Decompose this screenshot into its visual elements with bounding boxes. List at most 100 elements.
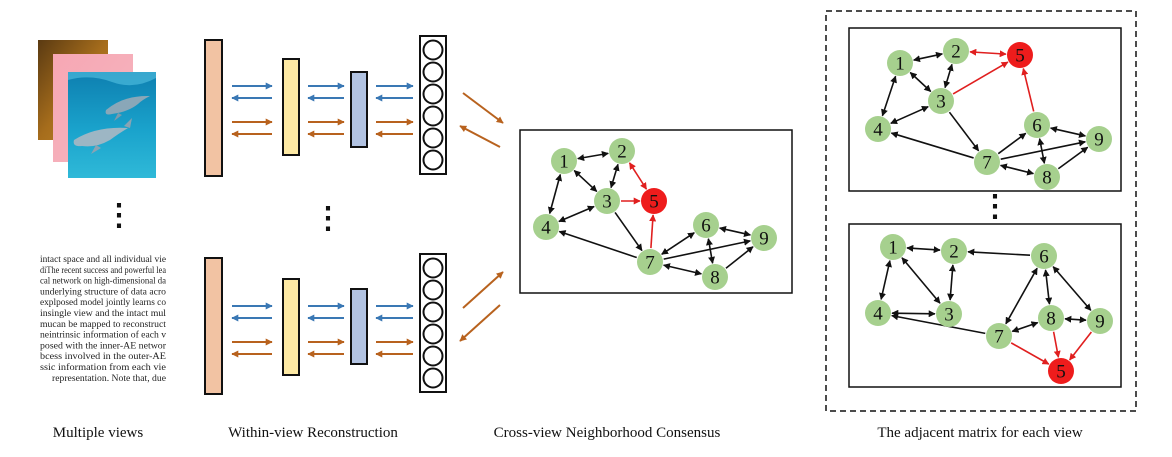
document-line: posed with the inner-AE networ [40, 340, 167, 351]
graph-node-label: 2 [617, 142, 627, 163]
graph-node-label: 3 [936, 92, 946, 113]
graph-node-label: 7 [645, 253, 655, 274]
graph-node-9 [1087, 308, 1113, 334]
graph-edge [614, 211, 643, 252]
graph-node-label: 2 [949, 242, 959, 263]
graph-edge [948, 111, 980, 152]
graph-node-9 [1086, 126, 1112, 152]
graph-edge [1049, 126, 1087, 138]
image-view-stack [38, 40, 156, 178]
graph-edge [1000, 139, 1086, 160]
graph-edge [909, 71, 932, 93]
neuron [422, 345, 444, 367]
document-line: insingle view and the intact mul [40, 308, 166, 319]
arrow-to-consensus [462, 92, 504, 124]
ellipsis-within-view: ⋮ [313, 202, 343, 235]
graph-edge [547, 173, 563, 215]
graph-node-label: 9 [759, 229, 769, 250]
document-line: ssic information from each vie [40, 362, 166, 373]
code-layer [350, 71, 368, 148]
graph-node-label: 9 [1095, 312, 1105, 333]
graph-node-label: 2 [951, 42, 961, 63]
graph-edge [997, 132, 1027, 155]
graph-edge [725, 246, 754, 269]
output-layer [419, 253, 447, 393]
graph-node-label: 4 [873, 120, 883, 141]
graph-edge [649, 214, 657, 249]
graph-node-8 [1034, 164, 1060, 190]
graph-edge [879, 259, 892, 301]
graph-edge [573, 169, 598, 193]
caption-cross-view: Cross-view Neighborhood Consensus [494, 425, 721, 441]
graph-node-label: 1 [888, 238, 898, 259]
graph-edge [1010, 342, 1050, 365]
graph-edge [662, 263, 703, 276]
graph-node-5 [641, 188, 667, 214]
document-line: neintrinsic information of each v [40, 330, 166, 341]
graph-edge [901, 257, 941, 304]
document-line: intact space and all individual vie [40, 254, 166, 265]
graph-edge [999, 163, 1035, 176]
dolphin-shape [105, 95, 150, 115]
graph-node-6 [1031, 243, 1057, 269]
neuron [422, 367, 444, 389]
graph-node-3 [928, 88, 954, 114]
graph-edge [609, 163, 620, 189]
graph-edge [1011, 321, 1039, 333]
graph-edge [718, 226, 752, 237]
graph-node-1 [880, 234, 906, 260]
graph-node-label: 6 [1032, 116, 1042, 137]
document-line: cal network on high-dimensional da [40, 276, 167, 287]
graph-node-7 [986, 323, 1012, 349]
neuron [422, 301, 444, 323]
graph-edge [1068, 331, 1093, 361]
hidden-layer [282, 278, 300, 376]
graph-edge [661, 232, 695, 255]
graph-node-label: 1 [559, 152, 569, 173]
graph-node-8 [1038, 305, 1064, 331]
graph-node-1 [887, 50, 913, 76]
graph-node-label: 1 [895, 54, 905, 75]
graph-node-label: 8 [710, 268, 720, 289]
arrow-to-consensus [462, 271, 504, 309]
graph-node-label: 3 [944, 305, 954, 326]
graph-edge [1021, 67, 1035, 112]
graph-node-label: 8 [1042, 168, 1052, 189]
arrow-from-consensus [459, 304, 501, 342]
graph-edge [943, 63, 954, 89]
ellipsis-adjacent: ⋮ [980, 190, 1010, 223]
graph-edge [1057, 146, 1089, 170]
graph-node-label: 4 [541, 218, 551, 239]
graph-edge [1052, 266, 1092, 311]
caption-adjacent-matrix: The adjacent matrix for each view [877, 425, 1082, 441]
graph-node-label: 5 [1015, 46, 1025, 67]
graph-edge [628, 162, 648, 190]
graph-node-label: 7 [994, 327, 1004, 348]
graph-node-label: 9 [1094, 130, 1104, 151]
graph-node-3 [936, 301, 962, 327]
neuron [422, 127, 444, 149]
document-line: representation. Note that, due [52, 373, 166, 384]
image-view-front [68, 72, 156, 178]
neuron [422, 61, 444, 83]
autoencoder-top [204, 35, 447, 177]
graph-edge [947, 264, 956, 301]
graph-edge [558, 205, 595, 223]
graph-edge [913, 51, 943, 63]
graph-edge [952, 61, 1009, 95]
graph-edge [969, 48, 1007, 58]
graph-node-3 [594, 188, 620, 214]
text-document-view: intact space and all individual viediThe… [40, 254, 167, 384]
graph-node-6 [693, 212, 719, 238]
graph-node-label: 6 [1039, 247, 1049, 268]
graph-node-7 [637, 249, 663, 275]
graph-node-8 [702, 264, 728, 290]
graph-node-1 [551, 148, 577, 174]
caption-within-view: Within-view Reconstruction [228, 425, 398, 441]
graph-node-label: 3 [602, 192, 612, 213]
graph-node-label: 6 [701, 216, 711, 237]
neuron [422, 257, 444, 279]
graph-edge [881, 75, 897, 117]
